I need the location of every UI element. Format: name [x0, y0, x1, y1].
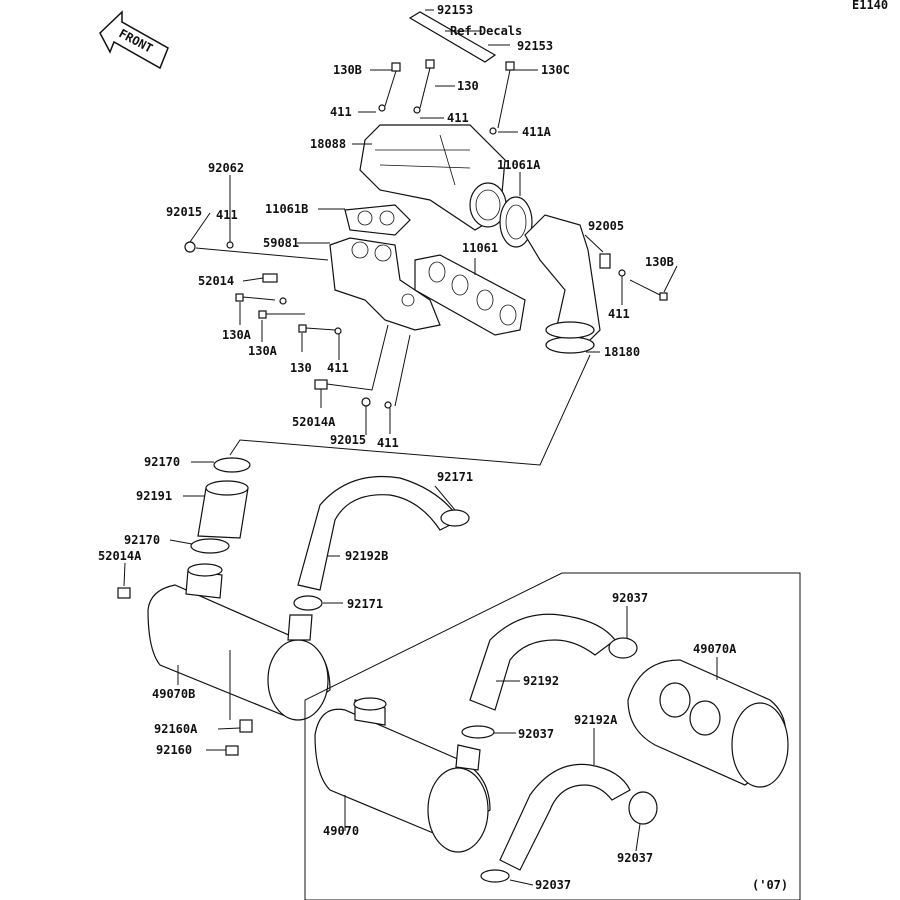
label-130b-right: 130B: [645, 255, 674, 269]
label-18180: 18180: [604, 345, 640, 359]
label-11061: 11061: [462, 241, 498, 255]
year-note: ('07): [752, 878, 788, 892]
decal-strip: [408, 11, 497, 63]
clamp-92170-top: [213, 457, 251, 473]
label-18088: 18088: [310, 137, 346, 151]
label-ref-decals: Ref.Decals: [450, 24, 522, 38]
bolt-130c: [497, 61, 515, 129]
clamp-92037-d: [480, 869, 510, 883]
clamp-92037-a: [608, 637, 638, 659]
gasket-11061a: [499, 196, 533, 248]
bolt-130b-right: [629, 279, 668, 301]
label-59081: 59081: [263, 236, 299, 250]
label-92170-top: 92170: [144, 455, 180, 469]
label-92192: 92192: [523, 674, 559, 688]
hose-92192: [469, 613, 616, 711]
label-52014a-top: 52014A: [292, 415, 336, 429]
bolt-130a-2: [258, 310, 305, 319]
decal-92160: [225, 745, 239, 756]
exhaust-elbow-18180: [524, 214, 601, 354]
label-49070: 49070: [323, 824, 359, 838]
label-411a: 411A: [522, 125, 552, 139]
label-49070b: 49070B: [152, 687, 195, 701]
label-92153-top: 92153: [437, 3, 473, 17]
label-130c: 130C: [541, 63, 570, 77]
plug-52014a-left: [117, 587, 131, 599]
hose-92192b: [297, 475, 461, 591]
gasket-11061: [414, 254, 526, 336]
muffler-49070a: [627, 659, 789, 788]
nipple-92005: [599, 253, 611, 269]
label-92015-a: 92015: [166, 205, 202, 219]
label-52014: 52014: [198, 274, 234, 288]
clamp-92037-c: [628, 791, 658, 825]
label-411-c: 411: [216, 208, 238, 222]
label-92171-a: 92171: [437, 470, 473, 484]
label-92037-b: 92037: [518, 727, 554, 741]
label-130-lower: 130: [290, 361, 312, 375]
label-92192a: 92192A: [574, 713, 618, 727]
label-92015-b: 92015: [330, 433, 366, 447]
hose-92192a: [499, 763, 631, 871]
front-arrow-icon: FRONT: [99, 10, 169, 70]
label-92160a: 92160A: [154, 722, 198, 736]
gasket-11061b: [344, 204, 411, 236]
label-92037-a: 92037: [612, 591, 648, 605]
inset-07-box: [304, 572, 801, 900]
label-92037-d: 92037: [535, 878, 571, 892]
label-92191: 92191: [136, 489, 172, 503]
label-52014a-left: 52014A: [98, 549, 142, 563]
cap-92015-b: [361, 397, 371, 407]
label-11061b: 11061B: [265, 202, 308, 216]
bolt-130: [419, 59, 435, 109]
clamp-92037-b: [461, 725, 495, 739]
cap-92015-a: [184, 241, 196, 253]
label-130a-1: 130A: [222, 328, 252, 342]
label-92171-b: 92171: [347, 597, 383, 611]
label-11061a: 11061A: [497, 158, 541, 172]
bolt-130-lower: [298, 324, 336, 333]
label-92005: 92005: [588, 219, 624, 233]
muffler-49070: [314, 697, 491, 853]
label-49070a: 49070A: [693, 642, 737, 656]
label-92170-bottom: 92170: [124, 533, 160, 547]
clamp-92171-b: [293, 595, 323, 611]
label-92062: 92062: [208, 161, 244, 175]
label-130b-top: 130B: [333, 63, 362, 77]
label-92037-c: 92037: [617, 851, 653, 865]
sleeve-92191: [197, 480, 249, 539]
muffler-49070b: [147, 563, 331, 721]
label-92160: 92160: [156, 743, 192, 757]
clamp-92171-a: [440, 509, 470, 527]
washer-set: [226, 104, 626, 409]
label-411-b: 411: [447, 111, 469, 125]
exhaust-manifold-59081: [329, 237, 441, 331]
label-411-e: 411: [327, 361, 349, 375]
label-411-a: 411: [330, 105, 352, 119]
diagram-id: E1140: [852, 0, 888, 12]
bolt-130b-top: [384, 62, 401, 107]
label-92153-mid: 92153: [517, 39, 553, 53]
leader-lines: [123, 9, 718, 886]
label-92192b: 92192B: [345, 549, 388, 563]
clamp-92170-bottom: [190, 538, 230, 554]
plug-52014a-top: [314, 379, 328, 390]
label-130a-2: 130A: [248, 344, 278, 358]
label-130: 130: [457, 79, 479, 93]
bolt-130a-1: [235, 293, 276, 302]
label-411-f: 411: [377, 436, 399, 450]
decal-92160a: [239, 719, 253, 733]
plug-52014: [262, 273, 278, 283]
label-411-d: 411: [608, 307, 630, 321]
